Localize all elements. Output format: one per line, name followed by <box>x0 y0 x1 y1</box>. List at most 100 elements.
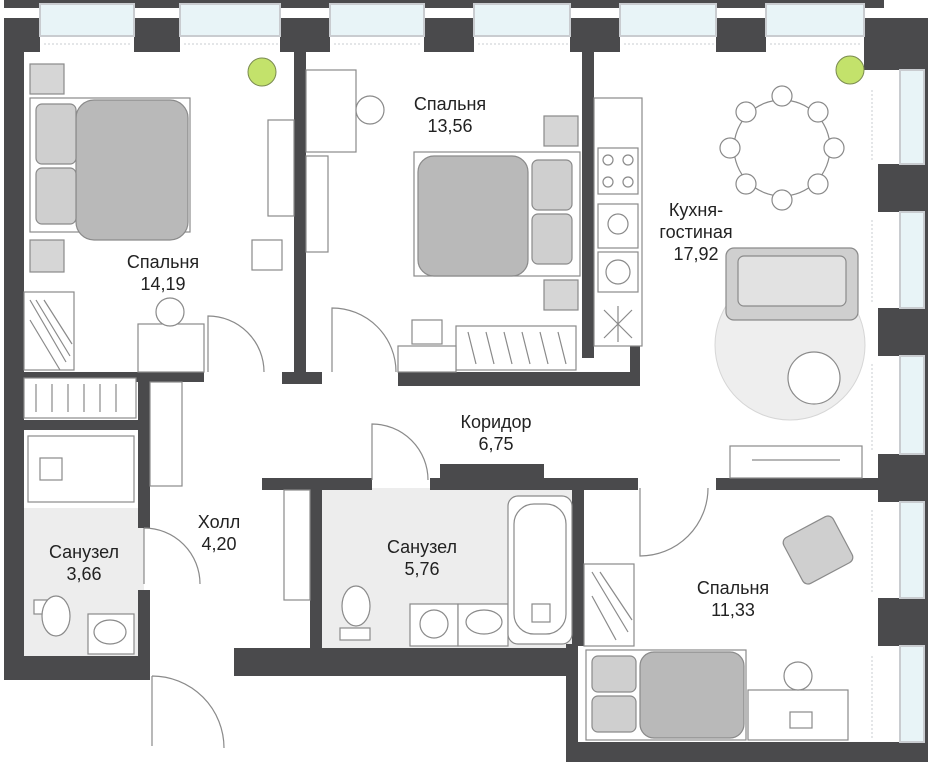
chair-icon <box>355 95 385 125</box>
chair-icon <box>251 239 283 271</box>
bathtub-icon <box>507 495 573 645</box>
chair-icon <box>155 297 185 327</box>
kitchen-furniture <box>593 85 859 405</box>
windows <box>39 3 925 743</box>
window-5[interactable] <box>619 3 717 37</box>
chair-icon <box>735 101 757 123</box>
chair-icon <box>807 101 829 123</box>
room-area-bathroom-2: 5,76 <box>404 559 439 579</box>
wall-bed1-bed2 <box>294 52 306 382</box>
washing-machine-icon <box>597 251 639 293</box>
wall-bath2-left <box>310 488 322 676</box>
room-area-bedroom-3: 11,33 <box>711 600 755 620</box>
wall-bed2-base <box>398 372 638 386</box>
window-3[interactable] <box>329 3 425 37</box>
room-labels: Спальня 14,19 Спальня 13,56 Кухня- гости… <box>49 94 769 620</box>
pier-2 <box>280 18 330 52</box>
pillow <box>531 159 573 211</box>
door-corridor[interactable] <box>371 423 429 481</box>
wall-corner-tr <box>864 18 928 70</box>
pier-4 <box>570 18 620 52</box>
pier-3 <box>424 18 474 52</box>
chair-icon <box>807 173 829 195</box>
doors[interactable] <box>143 307 709 749</box>
nightstand <box>29 239 65 273</box>
shower-icon <box>27 435 135 503</box>
window-r1[interactable] <box>899 69 925 165</box>
stove-icon <box>597 147 639 195</box>
wall-hall-left <box>138 590 150 680</box>
window-1[interactable] <box>39 3 135 37</box>
room-name-bathroom-2: Санузел <box>387 537 457 557</box>
window-2[interactable] <box>179 3 281 37</box>
room-name-bathroom-1: Санузел <box>49 542 119 562</box>
wardrobe-icon <box>583 563 635 647</box>
bedding <box>75 99 189 241</box>
wall-top <box>4 0 884 8</box>
chair-icon <box>719 137 741 159</box>
window-r5[interactable] <box>899 645 925 743</box>
chair-icon <box>411 319 443 345</box>
wall-corridor-block <box>440 464 544 490</box>
pillow <box>35 167 77 225</box>
room-area-bedroom-2: 13,56 <box>427 116 472 136</box>
pier-1 <box>134 18 180 52</box>
room-name-bedroom-3: Спальня <box>697 578 769 598</box>
chair-icon <box>771 189 793 211</box>
window-r2[interactable] <box>899 211 925 309</box>
wall-hall-bottom <box>234 648 578 676</box>
door-bedroom-1[interactable] <box>207 315 265 373</box>
wall-bath2-right <box>572 488 584 646</box>
washing-machine-icon <box>409 603 459 647</box>
coffee-table <box>787 351 841 405</box>
desk-right <box>267 119 295 217</box>
room-area-hall: 4,20 <box>201 534 236 554</box>
door-bathroom-1[interactable] <box>143 527 201 585</box>
wall-bottom-left <box>4 656 150 680</box>
dresser <box>397 345 457 373</box>
bedroom-2-furniture <box>305 69 581 373</box>
door-bedroom-3[interactable] <box>639 487 709 557</box>
bedding <box>639 651 745 739</box>
wall-kitchen-corner <box>630 346 640 386</box>
door-entrance[interactable] <box>151 675 225 749</box>
wardrobe-icon <box>23 377 137 419</box>
chair-icon <box>823 137 845 159</box>
bathroom-furniture <box>27 435 573 655</box>
room-name2-kitchen-living: гостиная <box>659 222 732 242</box>
hall-furniture <box>149 381 863 601</box>
wall-bath1-top <box>24 420 138 430</box>
laptop-icon <box>789 711 813 729</box>
window-r4[interactable] <box>899 501 925 599</box>
wall-corner-tl <box>4 18 40 52</box>
wall-bottom <box>566 742 928 762</box>
desk <box>305 69 357 153</box>
room-area-corridor: 6,75 <box>478 434 513 454</box>
window-r3[interactable] <box>899 355 925 455</box>
shelf <box>305 155 329 253</box>
nightstand <box>543 279 579 311</box>
room-name-kitchen-living: Кухня- <box>669 200 723 220</box>
room-name-corridor: Коридор <box>460 412 531 432</box>
room-name-hall: Холл <box>198 512 240 532</box>
nightstand <box>29 63 65 95</box>
tv-stand <box>729 445 863 479</box>
window-6[interactable] <box>765 3 865 37</box>
pillow <box>591 655 637 693</box>
nightstand <box>543 115 579 147</box>
room-area-kitchen-living: 17,92 <box>673 244 718 264</box>
room-name-bedroom-1: Спальня <box>127 252 199 272</box>
desk <box>137 323 205 373</box>
wall-bedroom3-top <box>716 478 900 490</box>
window-4[interactable] <box>473 3 571 37</box>
door-bedroom-2[interactable] <box>331 307 397 373</box>
pillow <box>591 695 637 733</box>
room-area-bedroom-1: 14,19 <box>140 274 185 294</box>
room-area-bathroom-1: 3,66 <box>66 564 101 584</box>
pier-r4 <box>878 598 928 646</box>
toilet-icon <box>339 627 371 641</box>
pier-r2 <box>878 308 928 356</box>
pillow <box>35 103 77 165</box>
pier-5 <box>716 18 766 52</box>
